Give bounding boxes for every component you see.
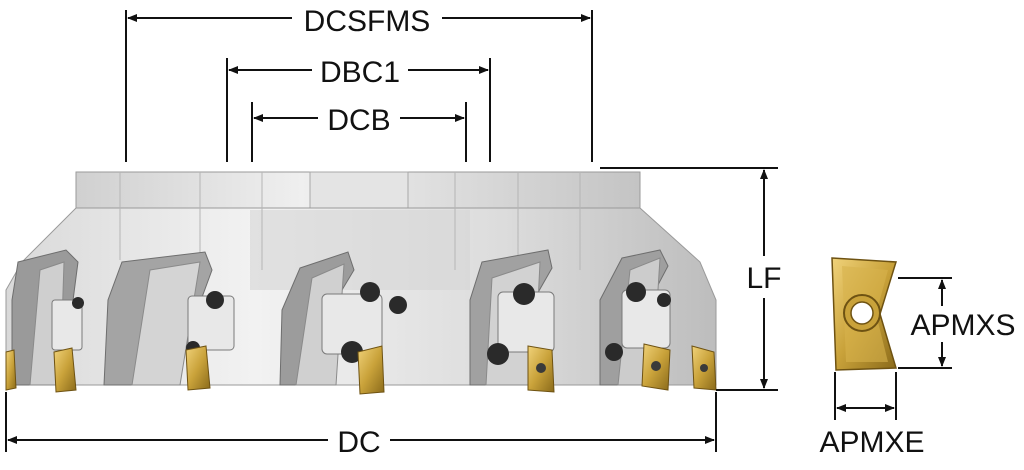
- dcsfms-label: DCSFMS: [304, 5, 431, 38]
- insert-dimensions: [834, 277, 952, 420]
- insert-detail: [831, 257, 897, 371]
- cutter-body: [5, 171, 717, 395]
- cutter-inserts: [5, 343, 717, 395]
- apmxe-label: APMXE: [819, 426, 924, 459]
- dimension-arrows: [7, 14, 768, 444]
- dc-label: DC: [337, 426, 380, 459]
- lf-label: LF: [746, 262, 781, 295]
- clamp-screws: [72, 282, 671, 365]
- dcb-label: DCB: [327, 104, 390, 137]
- dimension-lines: [5, 10, 778, 452]
- apmxs-label: APMXS: [910, 309, 1015, 342]
- dbc1-label: DBC1: [320, 56, 400, 89]
